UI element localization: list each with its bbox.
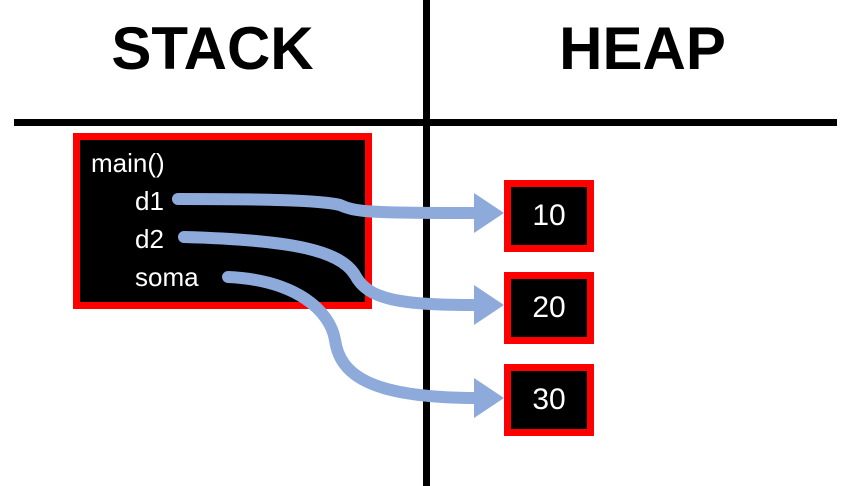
arrow-soma-head [474,378,504,418]
variable-d2: d2 [135,224,164,254]
stack-heading: STACK [111,15,314,82]
vertical-divider [423,0,430,486]
variable-soma: soma [135,262,199,292]
heap-object-30: 30 [504,364,594,436]
horizontal-divider [14,119,837,126]
stack-frame-main: main() d1 d2 soma [73,133,372,309]
heap-object-10: 10 [504,180,594,252]
function-label: main() [91,148,165,178]
heap-heading: HEAP [559,15,726,82]
arrow-d2-head [474,285,504,325]
heap-object-20: 20 [504,272,594,344]
arrow-d1-head [474,193,504,233]
variable-d1: d1 [135,186,164,216]
